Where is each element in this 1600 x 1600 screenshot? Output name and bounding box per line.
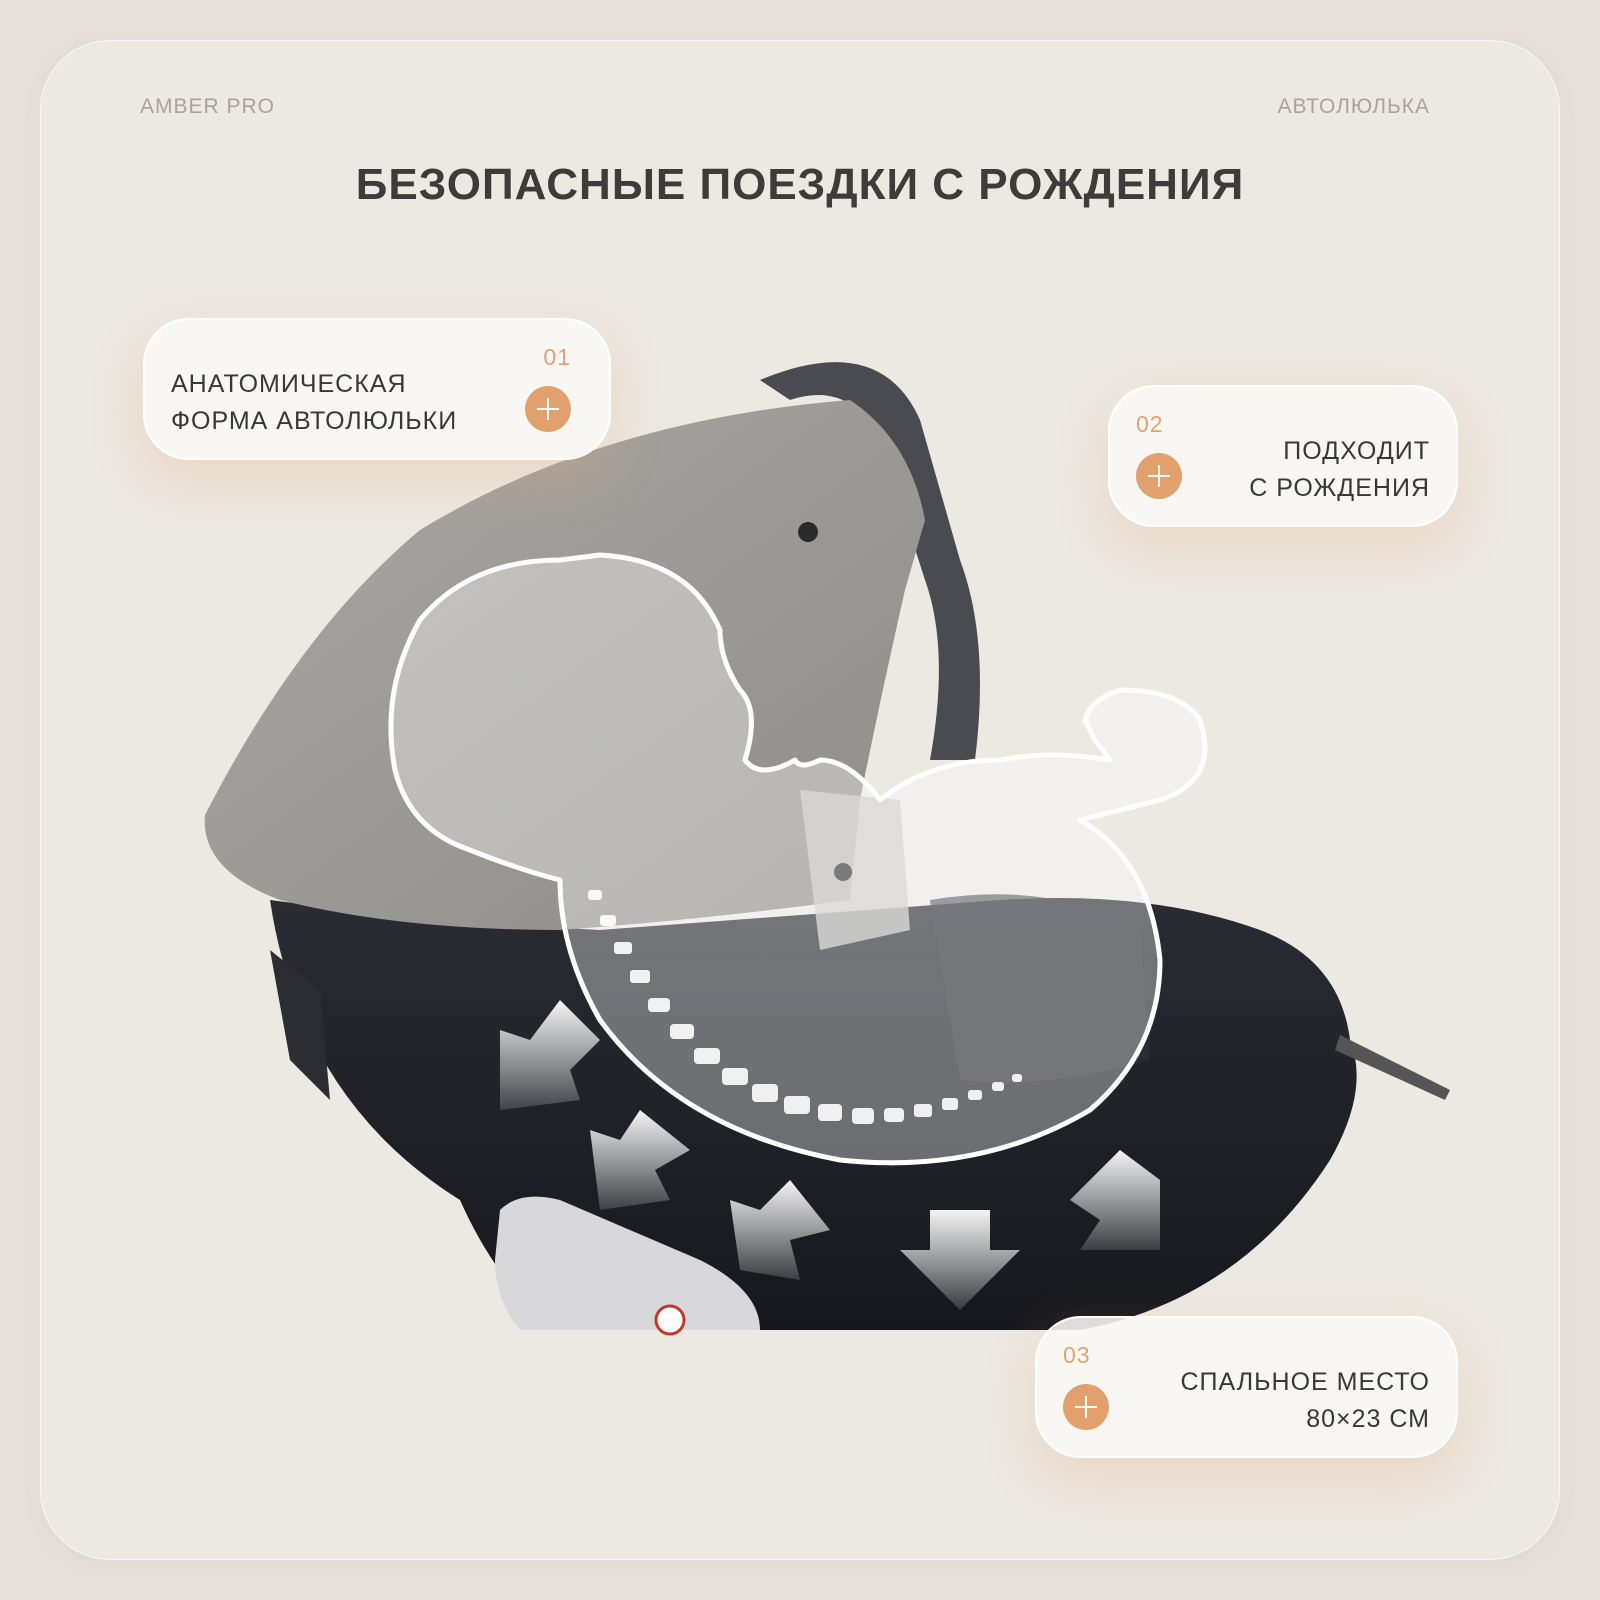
feature-number: 03 <box>1063 1342 1091 1368</box>
plus-icon[interactable] <box>1136 453 1182 499</box>
brand-name: AMBER PRO <box>140 95 276 118</box>
plus-icon[interactable] <box>525 386 571 432</box>
pressure-arrow-icon <box>900 1210 1020 1310</box>
carry-handle <box>760 362 980 760</box>
feature-number: 02 <box>1136 411 1164 437</box>
plus-icon[interactable] <box>1063 1384 1109 1430</box>
feature-text-line-2: С РОЖДЕНИЯ <box>1249 474 1430 502</box>
pressure-arrows <box>500 1000 1160 1310</box>
feature-card-2[interactable]: 02 ПОДХОДИТ С РОЖДЕНИЯ <box>1108 385 1458 527</box>
feature-text-line-1: СПАЛЬНОЕ МЕСТО <box>1180 1368 1430 1396</box>
pressure-arrow-icon <box>500 1000 600 1110</box>
feature-text-line-2: ФОРМА АВТОЛЮЛЬКИ <box>171 407 458 435</box>
feature-card-3[interactable]: 03 СПАЛЬНОЕ МЕСТО 80×23 СМ <box>1035 1316 1458 1458</box>
feature-number: 01 <box>543 344 571 370</box>
spine-icon <box>588 890 1022 1124</box>
feature-text-line-1: ПОДХОДИТ <box>1283 437 1430 465</box>
pressure-arrow-icon <box>590 1110 690 1210</box>
baby-silhouette-icon <box>388 552 1208 1166</box>
canopy <box>204 400 925 950</box>
product-category: АВТОЛЮЛЬКА <box>1277 95 1430 118</box>
pressure-arrow-icon <box>1070 1150 1160 1250</box>
seat-padding <box>930 894 1150 1083</box>
seat-label-sticker <box>495 1196 760 1336</box>
page-title: БЕЗОПАСНЫЕ ПОЕЗДКИ С РОЖДЕНИЯ <box>355 160 1245 209</box>
feature-text-line-1: АНАТОМИЧЕСКАЯ <box>171 370 407 398</box>
feature-text-line-2: 80×23 СМ <box>1306 1405 1430 1433</box>
pressure-arrow-icon <box>730 1180 830 1280</box>
feature-card-1[interactable]: 01 АНАТОМИЧЕСКАЯ ФОРМА АВТОЛЮЛЬКИ <box>143 318 611 460</box>
